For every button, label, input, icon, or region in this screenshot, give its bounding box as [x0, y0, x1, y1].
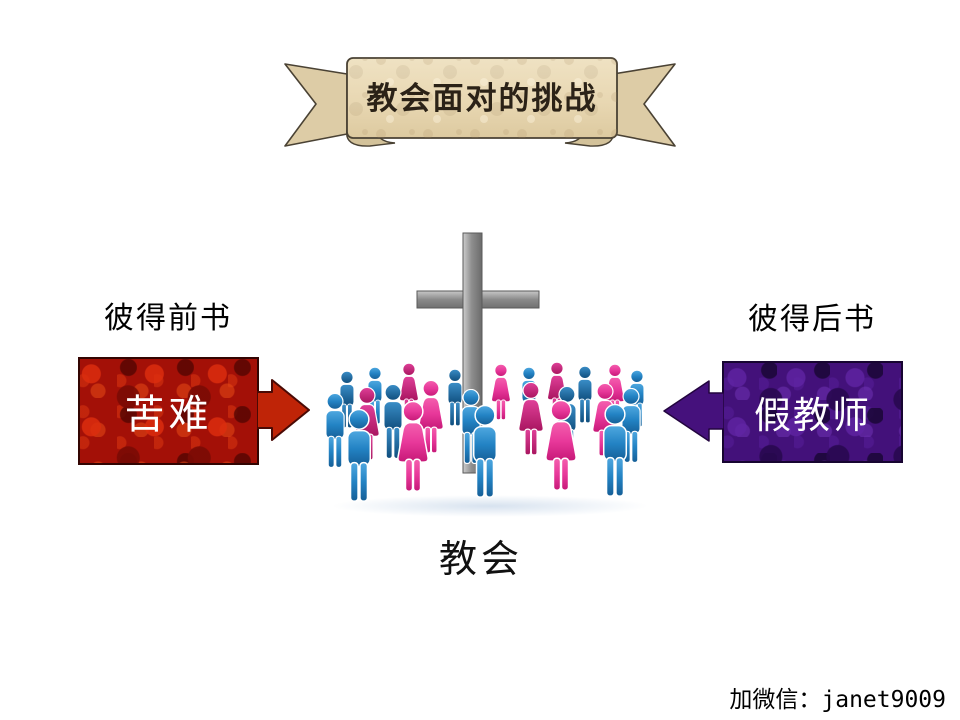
- arrow-right-icon: [257, 379, 310, 441]
- crowd-reflection: [332, 495, 648, 517]
- ribbon-texture: [347, 58, 617, 138]
- suffering-box-label: 苦难: [124, 393, 213, 437]
- false-teachers-box-label: 假教师: [754, 395, 871, 436]
- title-banner-ribbon: 教会面对的挑战: [284, 57, 676, 147]
- crowd-figures: [325, 362, 645, 502]
- cross-and-crowd-graphic: [325, 232, 648, 517]
- church-caption: 教会: [438, 539, 523, 581]
- first-peter-label: 彼得前书: [104, 302, 232, 335]
- ribbon-left-tail: [284, 63, 348, 147]
- suffering-box: 苦难: [78, 357, 259, 465]
- ribbon-right-tail: [612, 63, 676, 147]
- second-peter-label: 彼得后书: [748, 303, 876, 336]
- wechat-watermark: 加微信：janet9009: [729, 687, 946, 713]
- slide-title: 教会面对的挑战: [367, 81, 598, 116]
- false-teachers-box: 假教师: [722, 361, 903, 463]
- arrow-left-icon: [663, 380, 724, 442]
